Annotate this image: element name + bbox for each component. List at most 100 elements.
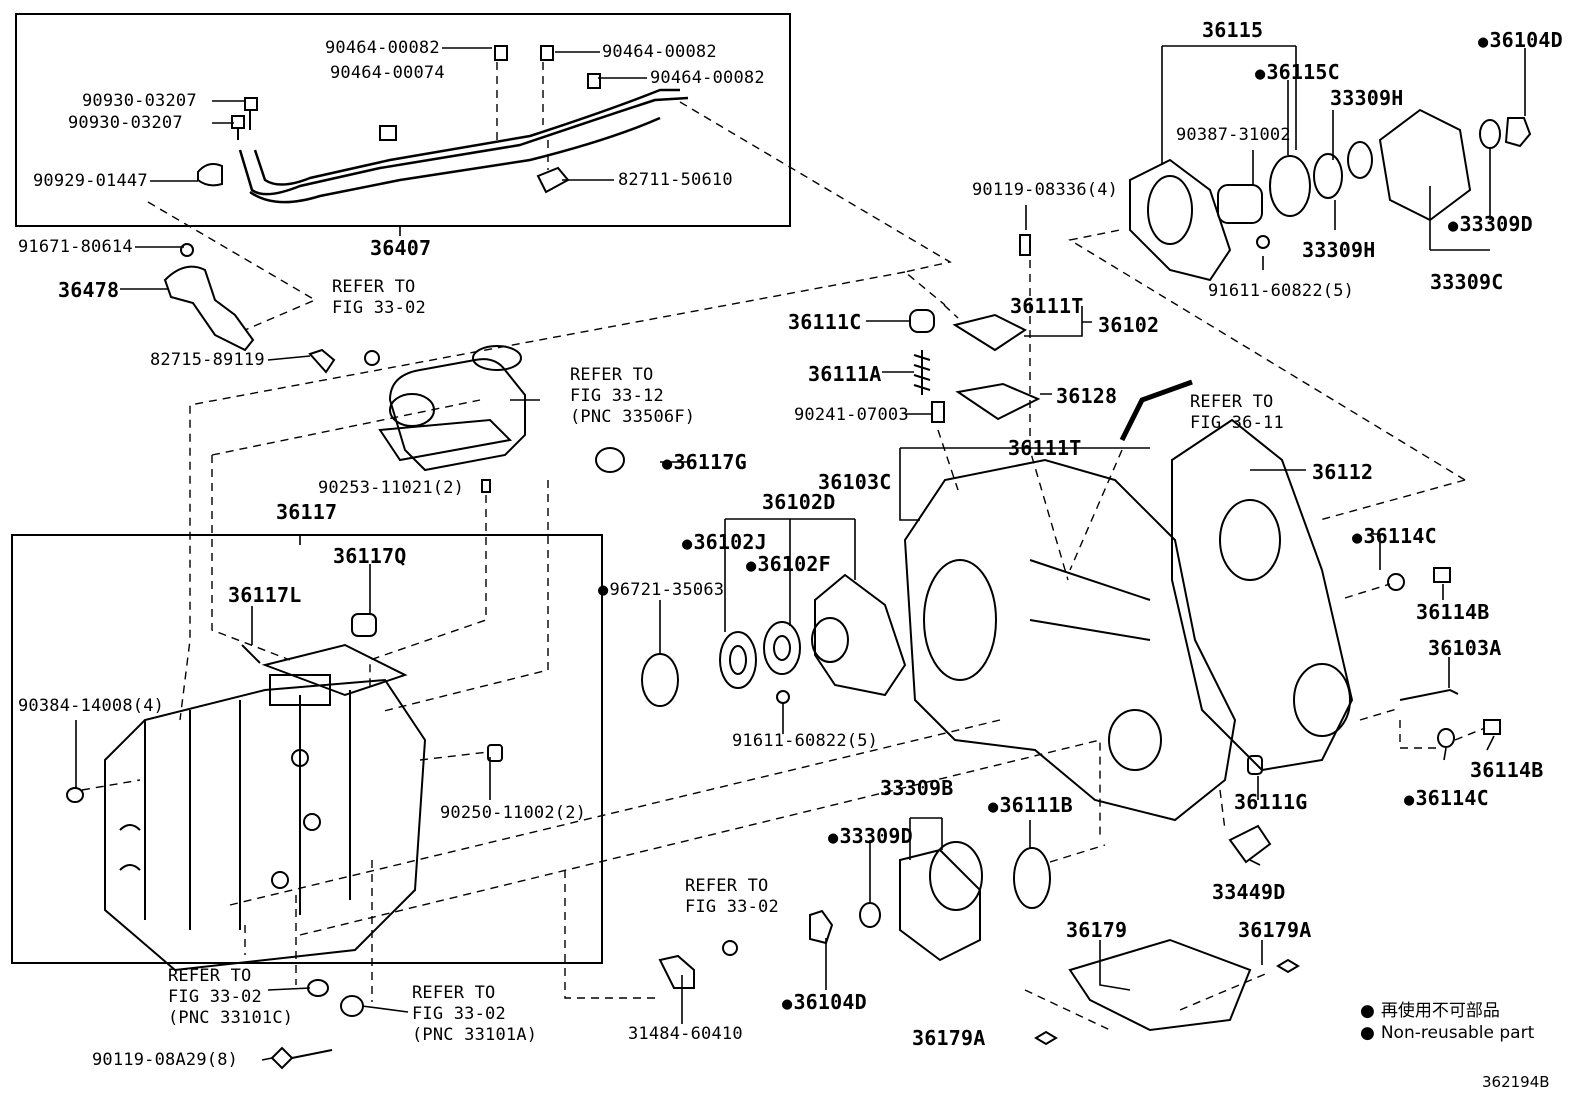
label-82715-89119: 82715-89119 bbox=[150, 350, 265, 370]
leader-lines bbox=[75, 45, 1526, 1061]
bolt-91671 bbox=[180, 243, 194, 257]
plug-33101A bbox=[340, 995, 364, 1017]
label-33309H-bottom: 33309H bbox=[1302, 238, 1376, 262]
label-36111C: 36111C bbox=[788, 310, 862, 334]
nut-36104D-top bbox=[1504, 117, 1532, 148]
transfer-case-illustration bbox=[903, 458, 1237, 822]
plug-36117G bbox=[595, 447, 625, 473]
spring-36111A bbox=[913, 350, 931, 395]
label-36117L: 36117L bbox=[228, 583, 302, 607]
label-36104D-bottom: 36104D bbox=[782, 990, 867, 1016]
label-36111A: 36111A bbox=[808, 362, 882, 386]
label-pnc-33101a: (PNC 33101A) bbox=[412, 1025, 538, 1045]
label-36103A: 36103A bbox=[1428, 636, 1502, 660]
bolt-90241 bbox=[931, 401, 945, 423]
label-36117G: 36117G bbox=[662, 450, 747, 476]
label-36117: 36117 bbox=[276, 500, 338, 524]
bolt-36114B-bottom bbox=[1483, 719, 1501, 735]
label-36111T-top: 36111T bbox=[1010, 294, 1084, 318]
bracket-36478-illustration bbox=[163, 265, 255, 352]
label-fig-33-12: FIG 33-12 bbox=[570, 386, 664, 406]
seal-96721 bbox=[641, 653, 679, 707]
hose-kit-box bbox=[15, 13, 791, 227]
label-90119-08A29: 90119-08A29(8) bbox=[92, 1050, 239, 1070]
label-33449D: 33449D bbox=[1212, 880, 1286, 904]
label-36128: 36128 bbox=[1056, 384, 1118, 408]
bolt-91611-left bbox=[776, 690, 790, 704]
bolt-90119-08336 bbox=[1019, 234, 1031, 256]
label-90464-00082-b: 90464-00082 bbox=[602, 42, 717, 62]
bolt-36179A-right bbox=[1276, 958, 1300, 974]
label-91611-60822-b: 91611-60822(5) bbox=[1208, 281, 1355, 301]
label-36102: 36102 bbox=[1098, 313, 1160, 337]
flange-33309B bbox=[899, 848, 981, 962]
extension-36115-illustration bbox=[1129, 158, 1232, 282]
label-31484-60410: 31484-60410 bbox=[628, 1024, 743, 1044]
label-90464-00082-c: 90464-00082 bbox=[650, 68, 765, 88]
label-90253-11021: 90253-11021(2) bbox=[318, 478, 465, 498]
extension-housing-illustration bbox=[378, 345, 526, 472]
legend-english: Non-reusable part bbox=[1360, 1022, 1534, 1044]
bearing-36102J bbox=[719, 631, 757, 689]
label-refer-to-3: REFER TO bbox=[168, 966, 252, 986]
label-36111B: 36111B bbox=[988, 793, 1073, 819]
breather-hose-illustration bbox=[238, 88, 689, 204]
clamp-82715 bbox=[308, 348, 336, 374]
label-refer-to-4: REFER TO bbox=[412, 983, 496, 1003]
legend-japanese: 再使用不可部品 bbox=[1360, 1000, 1534, 1022]
label-refer-to-5: REFER TO bbox=[685, 876, 769, 896]
label-refer-to-2: REFER TO bbox=[570, 365, 654, 385]
case-assembly-box bbox=[11, 534, 603, 964]
label-90464-00074: 90464-00074 bbox=[330, 63, 445, 83]
label-36102D: 36102D bbox=[762, 490, 836, 514]
nut-36104D-bottom bbox=[809, 909, 834, 945]
label-90387-31002: 90387-31002 bbox=[1176, 125, 1291, 145]
label-33309H-top: 33309H bbox=[1330, 86, 1404, 110]
label-36117Q: 36117Q bbox=[333, 544, 407, 568]
label-fig-36-11: FIG 36-11 bbox=[1190, 413, 1284, 433]
bolt-90119-08A29 bbox=[270, 1046, 333, 1070]
label-33309B: 33309B bbox=[880, 776, 954, 800]
label-36115C: 36115C bbox=[1255, 60, 1340, 86]
label-refer-to-6: REFER TO bbox=[1190, 392, 1274, 412]
label-90929-01447: 90929-01447 bbox=[33, 171, 148, 191]
illustration-id: 362194B bbox=[1482, 1073, 1550, 1091]
bearing-36115C bbox=[1269, 155, 1311, 217]
washer-36114C-top bbox=[1387, 573, 1405, 591]
washer-36114C-bottom bbox=[1437, 728, 1455, 748]
bolt-near-82715 bbox=[364, 350, 380, 366]
pin-90253 bbox=[481, 479, 491, 493]
pin-90250 bbox=[487, 744, 503, 762]
bolt-36103A bbox=[1399, 688, 1459, 701]
label-fig-33-02-5: FIG 33-02 bbox=[685, 897, 779, 917]
label-36478: 36478 bbox=[58, 278, 120, 302]
label-fig-33-02-1: FIG 33-02 bbox=[332, 298, 426, 318]
breather-tube bbox=[1119, 379, 1193, 442]
seal-33309H bbox=[1313, 153, 1343, 199]
washer-33309D-top bbox=[1479, 119, 1501, 149]
label-91671-80614: 91671-80614 bbox=[18, 237, 133, 257]
label-36102J: 36102J bbox=[682, 530, 767, 556]
label-refer-to-1: REFER TO bbox=[332, 277, 416, 297]
label-36114C-bottom: 36114C bbox=[1404, 786, 1489, 812]
legend: 再使用不可部品 Non-reusable part bbox=[1360, 1000, 1534, 1044]
plug-90384 bbox=[66, 787, 84, 803]
rear-case-36112-illustration bbox=[1171, 418, 1354, 772]
label-36111T-middle: 36111T bbox=[1008, 436, 1082, 460]
bracket-31484 bbox=[658, 954, 695, 989]
bolt-36114B-top bbox=[1433, 567, 1451, 583]
label-36179A-bottom: 36179A bbox=[912, 1026, 986, 1050]
label-33309C: 33309C bbox=[1430, 270, 1504, 294]
label-90250-11002: 90250-11002(2) bbox=[440, 803, 587, 823]
seal-36111B bbox=[1013, 847, 1051, 909]
bushing-36117Q bbox=[351, 613, 377, 637]
label-36111G: 36111G bbox=[1234, 790, 1308, 814]
label-90241-07003: 90241-07003 bbox=[794, 405, 909, 425]
label-82711-50610: 82711-50610 bbox=[618, 170, 733, 190]
label-36112: 36112 bbox=[1312, 460, 1374, 484]
label-90384-14008: 90384-14008(4) bbox=[18, 696, 165, 716]
label-36179A-right: 36179A bbox=[1238, 918, 1312, 942]
bracket-36179 bbox=[1068, 938, 1252, 1032]
label-33309D-bottom: 33309D bbox=[828, 824, 913, 850]
transmission-case-illustration bbox=[104, 643, 427, 972]
